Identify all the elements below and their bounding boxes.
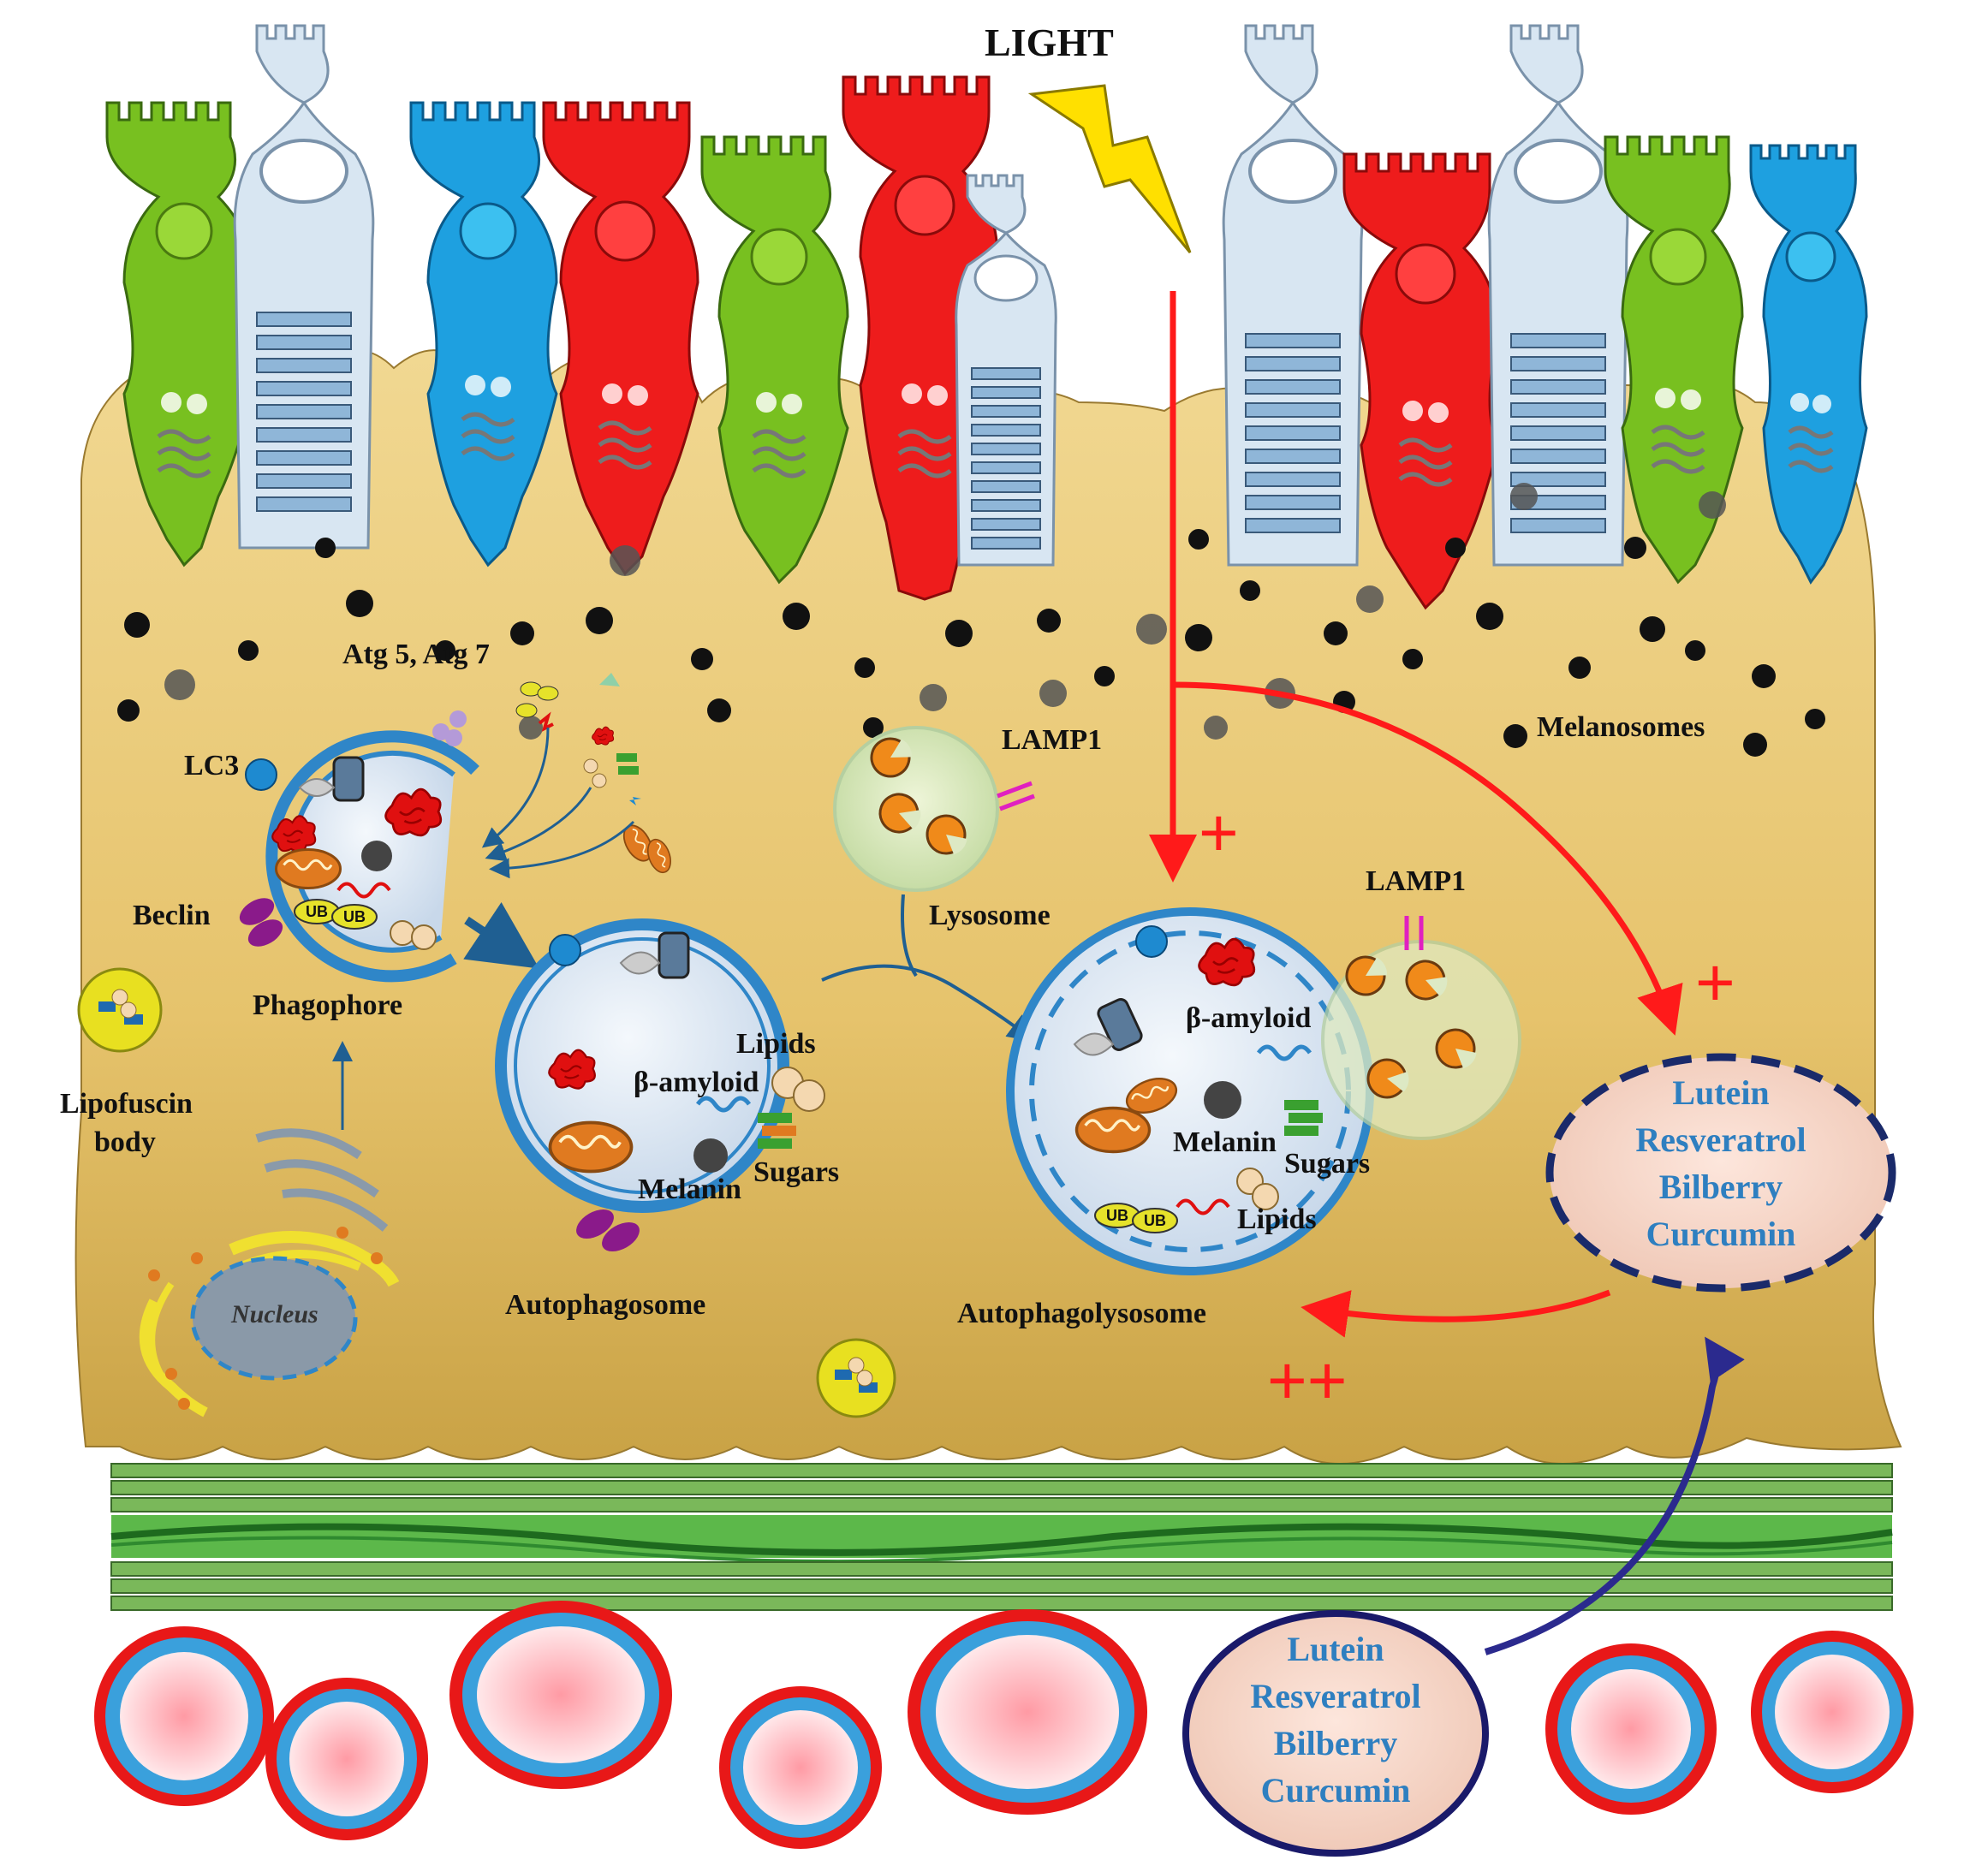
autophagolysosome-lamp1-label: LAMP1 [1366, 865, 1466, 897]
light-label: LIGHT [985, 21, 1114, 64]
atg-cargo-cluster [515, 673, 676, 877]
phagophore-to-autophagosome-arrow [463, 901, 539, 969]
red-cone [1342, 152, 1500, 610]
autophagosome-lipids-label: Lipids [736, 1028, 816, 1060]
double-plus-sign: ++ [1267, 1342, 1347, 1418]
autophagosome [495, 918, 825, 1252]
compound-resveratrol-2: Resveratrol [1250, 1677, 1420, 1715]
autophagosome-label: Autophagosome [505, 1289, 705, 1321]
atg-label: Atg 5, Atg 7 [342, 639, 490, 670]
light-stimulation-arrows [1149, 291, 1683, 1338]
compound-curcumin-1: Curcumin [1646, 1215, 1796, 1253]
lipofuscin-body [77, 967, 163, 1053]
rod [955, 174, 1057, 567]
ub-label-2: UB [343, 908, 366, 925]
rod [1222, 24, 1364, 567]
autophagolysosome-sugars-label: Sugars [1284, 1148, 1370, 1180]
red-cone [542, 101, 699, 576]
nucleus-label: Nucleus [230, 1300, 318, 1328]
autophagosome-sugars-label: Sugars [753, 1156, 839, 1188]
green-cone [105, 101, 254, 568]
lipofuscin-label-2: body [94, 1126, 156, 1158]
fusion-arrows [821, 894, 1036, 1043]
autophagolysosome-melanin-label: Melanin [1173, 1126, 1277, 1158]
rod [1487, 24, 1629, 567]
compound-bilberry-1: Bilberry [1659, 1168, 1783, 1206]
autophagosome-amyloid-label: β-amyloid [634, 1067, 759, 1098]
autophagolysosome-lipids-label: Lipids [1237, 1203, 1317, 1235]
melanosomes-label: Melanosomes [1537, 711, 1705, 743]
compounds-intracellular: Lutein Resveratrol Bilberry Curcumin [1545, 1053, 1896, 1293]
autophagolysosome-amyloid-label: β-amyloid [1186, 1002, 1311, 1034]
lipofuscin-body [816, 1338, 896, 1418]
lightning-bolt-icon [1027, 84, 1192, 253]
compound-lutein-2: Lutein [1287, 1630, 1384, 1668]
bruchs-membrane [110, 1463, 1893, 1611]
fused-lysosome [1321, 916, 1521, 1140]
melanosome-granules [117, 529, 1825, 757]
blue-cone [409, 101, 558, 568]
lysosome [833, 726, 1035, 892]
choriocapillaris-vessels [94, 1601, 1914, 1849]
compound-curcumin-2: Curcumin [1261, 1771, 1411, 1810]
ub-label-3: UB [1106, 1207, 1128, 1224]
photoreceptors [105, 24, 1868, 610]
systemic-to-cell-arrow [1484, 1336, 1745, 1655]
compound-bilberry-2: Bilberry [1274, 1724, 1397, 1762]
compound-resveratrol-1: Resveratrol [1635, 1120, 1806, 1159]
beclin-label: Beclin [133, 900, 211, 931]
compound-lutein-1: Lutein [1672, 1073, 1769, 1112]
blue-cone [1749, 144, 1868, 585]
green-cone [1604, 135, 1744, 585]
autophagolysosome-label: Autophagolysosome [957, 1298, 1206, 1329]
cargo-arrows [481, 727, 635, 879]
rod [233, 24, 375, 550]
golgi-apparatus [255, 1128, 389, 1232]
phagophore: UB UB [239, 710, 479, 983]
nucleus: Nucleus [190, 1256, 358, 1381]
phagophore-label: Phagophore [253, 989, 402, 1021]
ub-label-1: UB [306, 903, 328, 920]
lc3-label: LC3 [184, 750, 239, 781]
lysosome-lamp1-label: LAMP1 [1002, 724, 1102, 756]
plus-sign-1: + [1199, 794, 1239, 871]
ub-label-4: UB [1144, 1212, 1166, 1229]
lipofuscin-label-1: Lipofuscin [60, 1088, 193, 1120]
autophagosome-melanin-label: Melanin [638, 1174, 741, 1205]
compounds-systemic: Lutein Resveratrol Bilberry Curcumin [1182, 1610, 1489, 1857]
plus-sign-2: + [1695, 944, 1735, 1020]
green-cone [700, 135, 849, 585]
lysosome-label: Lysosome [929, 900, 1051, 931]
